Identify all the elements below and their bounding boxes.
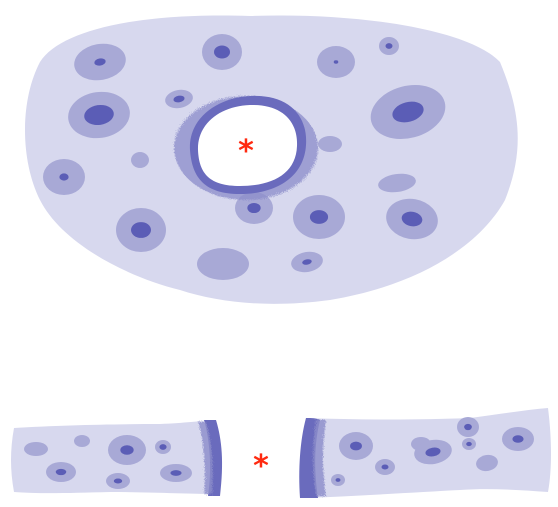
lumen-marker: * (238, 134, 254, 169)
gap-marker: * (253, 449, 269, 484)
cell-body (74, 435, 90, 447)
cell (502, 427, 534, 451)
cell (457, 417, 479, 437)
cell-nucleus (59, 173, 68, 180)
cell-nucleus (114, 478, 122, 483)
cell (160, 464, 192, 482)
cell-nucleus (247, 203, 260, 213)
cell-nucleus (120, 445, 133, 454)
cell (106, 473, 130, 489)
cell (317, 46, 355, 78)
cell-nucleus (336, 478, 341, 482)
cell-nucleus (464, 424, 472, 430)
cell-nucleus (56, 469, 67, 475)
cell (375, 459, 395, 475)
cell-nucleus (214, 46, 230, 59)
cell (46, 462, 76, 482)
cell (331, 474, 345, 486)
cell (24, 442, 48, 456)
cell (379, 37, 399, 55)
longitudinal-section: * (11, 408, 551, 498)
cell-nucleus (170, 470, 181, 476)
cell-body (131, 152, 149, 168)
cell (197, 248, 249, 280)
cell (318, 136, 342, 152)
cell (131, 152, 149, 168)
cell-body (197, 248, 249, 280)
cell (339, 432, 373, 460)
cell-nucleus (382, 464, 389, 469)
cell (43, 159, 85, 195)
cell-nucleus (334, 60, 339, 63)
cross-section: * (25, 15, 518, 303)
cell (202, 34, 242, 70)
cell (293, 195, 345, 239)
cell-nucleus (131, 222, 151, 238)
cell-body (24, 442, 48, 456)
cell (74, 435, 90, 447)
cell-nucleus (512, 435, 523, 443)
cell-nucleus (350, 442, 362, 451)
cell-nucleus (386, 43, 393, 49)
cell (108, 435, 146, 465)
cell-body (318, 136, 342, 152)
cell-nucleus (159, 444, 166, 450)
cell-nucleus (310, 210, 328, 224)
cell-nucleus (466, 442, 472, 446)
cell (462, 438, 476, 450)
cell (116, 208, 166, 252)
cell (155, 440, 171, 454)
